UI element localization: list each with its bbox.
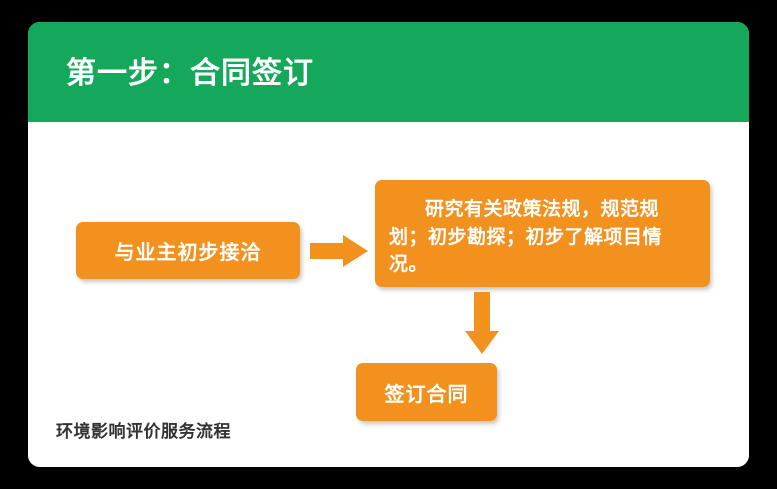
flow-node-research[interactable]: 研究有关政策法规，规范规划；初步勘探；初步了解项目情况。 [375, 180, 710, 287]
flow-node-contact-label: 与业主初步接洽 [114, 242, 262, 264]
arrow-right-head [343, 235, 368, 267]
slide-body: 与业主初步接洽 研究有关政策法规，规范规划；初步勘探；初步了解项目情况。 签订合… [28, 122, 749, 467]
arrow-down-shaft [474, 292, 490, 332]
arrow-right-shaft [310, 243, 344, 259]
flow-node-research-label: 研究有关政策法规，规范规划；初步勘探；初步了解项目情况。 [389, 199, 663, 276]
flow-node-sign-label: 签订合同 [384, 383, 469, 406]
slide-canvas: 第一步：合同签订 与业主初步接洽 研究有关政策法规，规范规划；初步勘探；初步了解… [28, 22, 749, 467]
flow-node-contact[interactable]: 与业主初步接洽 [76, 222, 300, 279]
arrow-down-icon [465, 292, 499, 354]
slide-title-bar: 第一步：合同签订 [28, 22, 749, 122]
flow-node-sign[interactable]: 签订合同 [356, 363, 497, 421]
arrow-down-head [465, 331, 499, 354]
page-title: 第一步：合同签订 [66, 57, 314, 90]
arrow-right-icon [310, 235, 368, 267]
slide-footer: 环境影响评价服务流程 [56, 422, 231, 441]
